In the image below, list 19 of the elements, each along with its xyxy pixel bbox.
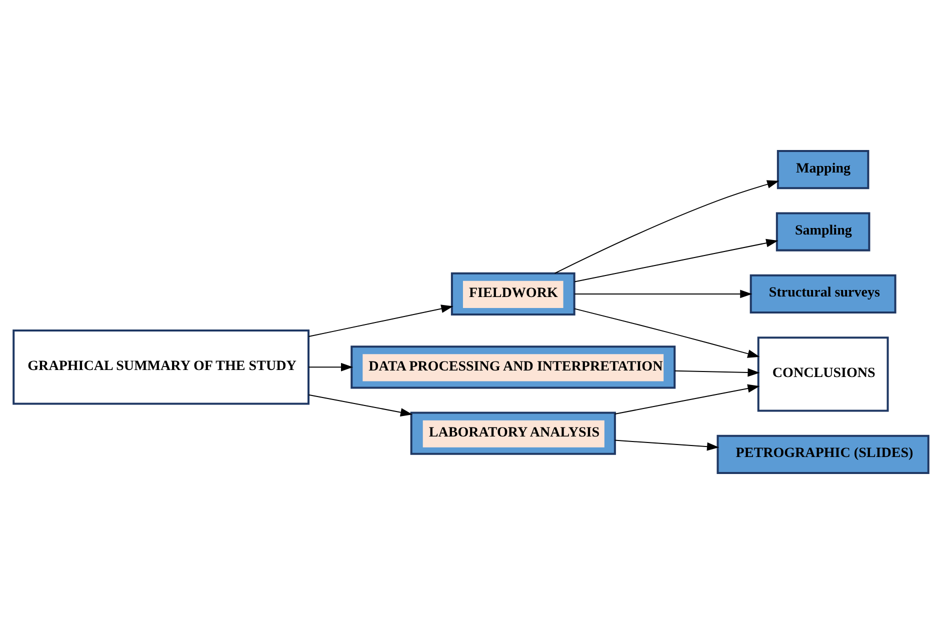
arrow bbox=[574, 238, 778, 282]
node-box: Sampling bbox=[775, 212, 870, 251]
node-box: Mapping bbox=[776, 150, 869, 189]
arrow bbox=[574, 289, 752, 298]
arrow bbox=[614, 384, 760, 414]
arrow bbox=[554, 180, 779, 274]
arrow bbox=[614, 439, 719, 450]
arrow bbox=[308, 362, 353, 371]
node-box: Structural surveys bbox=[749, 274, 896, 313]
node-box: FIELDWORK bbox=[450, 272, 575, 316]
node-box: GRAPHICAL SUMMARY OF THE STUDY bbox=[12, 329, 310, 404]
arrow bbox=[308, 304, 453, 336]
arrow bbox=[308, 394, 412, 416]
arrow bbox=[574, 308, 760, 358]
node-box: DATA PROCESSING AND INTERPRETATION bbox=[350, 345, 676, 388]
node-box: LABORATORY ANALYSIS bbox=[410, 411, 616, 454]
node-box: PETROGRAPHIC (SLIDES) bbox=[716, 434, 929, 474]
arrow bbox=[674, 368, 760, 376]
node-box: CONCLUSIONS bbox=[756, 336, 888, 412]
